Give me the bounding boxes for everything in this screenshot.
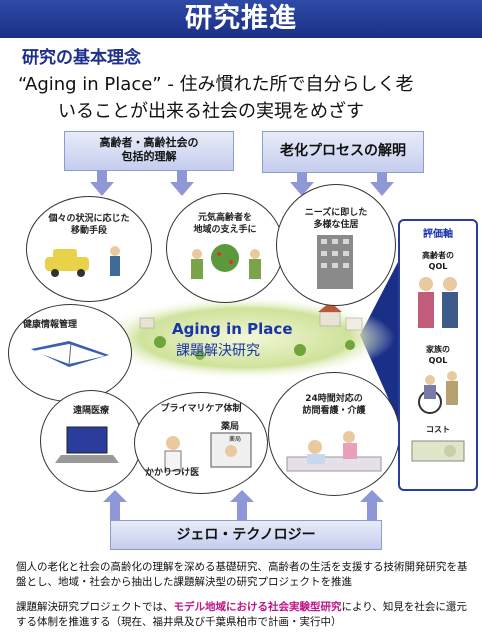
concept-line-1: “Aging in Place” - 住み慣れた所で自分らしく老 (18, 74, 414, 95)
pharmacy-label: 薬局 (221, 422, 240, 432)
evaluation-panel: 評価軸 高齢者の QOL 家族の QOL コスト (398, 219, 478, 491)
bubble-housing: ニーズに即した 多様な住居 (276, 184, 396, 306)
up-arrows (103, 490, 384, 520)
bubble-telemedicine: 遠隔医療 (40, 390, 142, 492)
bubble-active-elderly: 元気高齢者を 地域の支え手に (166, 193, 284, 303)
elderly-couple-icon (418, 277, 458, 328)
gerontechnology-box: ジェロ・テクノロジー (110, 520, 382, 550)
nursing-care-icon (286, 431, 382, 472)
housing-line-2: 多様な住居 (313, 220, 359, 230)
money-icon (411, 440, 465, 462)
elderly-farmers-icon (191, 244, 261, 279)
cost-label: コスト (426, 425, 450, 434)
nursing-line-2: 訪問看護・介護 (302, 406, 366, 416)
health-info-label: 健康情報管理 (23, 320, 78, 330)
town-houses (139, 302, 363, 360)
primary-care-label: プライマリケア体制 (160, 404, 242, 414)
paragraph2-highlight: モデル地域における社会実験型研究 (173, 601, 342, 613)
paragraph-basic-research: 個人の老化と社会の高齢化の理解を深める基礎研究、高齢者の生活を支援する技術開発研… (16, 561, 468, 588)
telemedicine-label: 遠隔医療 (72, 406, 109, 416)
elderly-society-understanding-box: 高齢者・高齢社会の 包括的理解 (64, 131, 234, 171)
apartment-building-icon (317, 235, 353, 289)
paragraph2-pre: 課題解決研究プロジェクトでは、 (16, 601, 174, 613)
bubble-home-nursing: 24時間対応の 訪問看護・介護 (268, 372, 400, 496)
taxi-icon (45, 246, 120, 277)
bubble-health-info: 健康情報管理 (8, 304, 132, 402)
page-title: 研究推進 (0, 0, 482, 38)
family-qol-line-2: QOL (428, 356, 448, 365)
elderly-qol-line-1: 高齢者の (422, 251, 454, 260)
doctor-pharmacist-icon (164, 432, 252, 472)
aging-process-box: 老化プロセスの解明 (262, 131, 424, 173)
family-qol-line-1: 家族の (426, 345, 450, 354)
nursing-line-1: 24時間対応の (305, 394, 363, 404)
center-title: Aging in Place (172, 320, 293, 338)
pharmacy-sign-label: 薬局 (229, 436, 242, 443)
evaluation-heading: 評価軸 (423, 229, 453, 240)
elderly-box-line-1: 高齢者・高齢社会の (99, 136, 199, 149)
mobility-line-2: 移動手段 (70, 226, 107, 236)
mobility-line-1: 個々の状況に応じた (48, 214, 130, 224)
bubble-mobility: 個々の状況に応じた 移動手段 (26, 196, 152, 302)
paragraph-project: 課題解決研究プロジェクトでは、モデル地域における社会実験型研究により、知見を社会… (16, 600, 472, 630)
family-doctor-label: かかりつけ医 (145, 468, 200, 478)
wheelchair-icon (418, 371, 458, 414)
town-landscape (95, 296, 395, 380)
elderly-box-line-2: 包括的理解 (121, 150, 177, 163)
down-arrows (90, 171, 394, 196)
housing-line-1: ニーズに即した (304, 208, 368, 218)
concept-line-2: いることが出来る社会の実現をめざす (58, 101, 364, 122)
section-heading: 研究の基本理念 (22, 48, 141, 68)
laptop-icon (55, 426, 119, 463)
book-icon (31, 341, 109, 367)
elderly-qol-line-2: QOL (428, 262, 448, 271)
supporters-line-2: 地域の支え手に (193, 225, 257, 235)
supporters-line-1: 元気高齢者を (197, 213, 252, 223)
center-subtitle: 課題解決研究 (176, 343, 260, 359)
paragraph2-post: により、知見を社会に還元する体制を推進する（現在、福井県及び千葉県柏市で計画・実… (16, 601, 467, 628)
bubble-primary-care: プライマリケア体制 薬局 薬局 かかりつけ医 (134, 392, 268, 494)
